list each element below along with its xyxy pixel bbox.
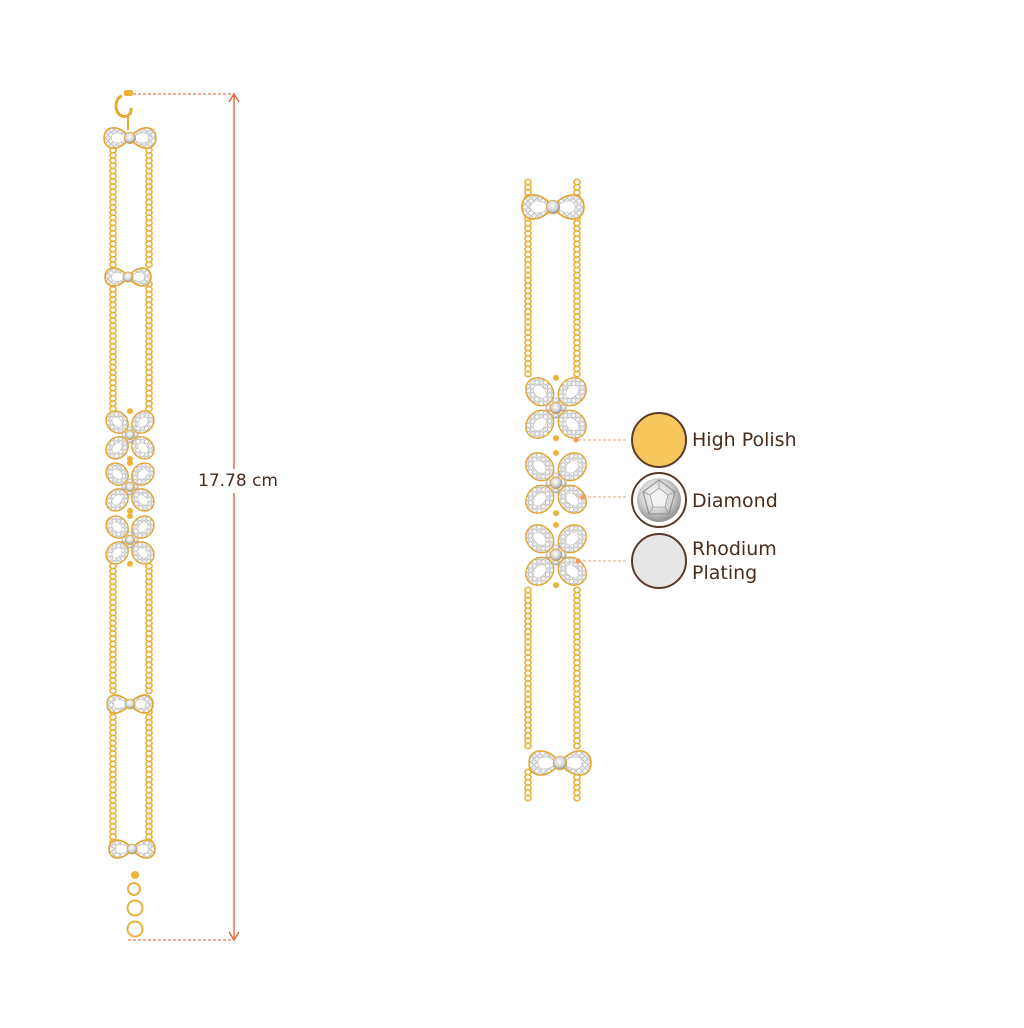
high-polish-label: High Polish bbox=[692, 429, 797, 451]
length-label: 17.78 cm bbox=[196, 469, 280, 493]
diamond-label: Diamond bbox=[692, 490, 778, 512]
high-polish-swatch-icon bbox=[631, 412, 687, 468]
legend-leaders bbox=[573, 437, 628, 564]
right-bracelet bbox=[521, 178, 592, 802]
length-measure bbox=[128, 92, 240, 942]
rhodium-label-line2: Plating bbox=[692, 562, 758, 584]
rhodium-label-line1: Rhodium bbox=[692, 538, 777, 560]
diamond-swatch-icon bbox=[631, 472, 687, 528]
rhodium-swatch-icon bbox=[631, 533, 687, 589]
left-bracelet bbox=[103, 90, 157, 938]
